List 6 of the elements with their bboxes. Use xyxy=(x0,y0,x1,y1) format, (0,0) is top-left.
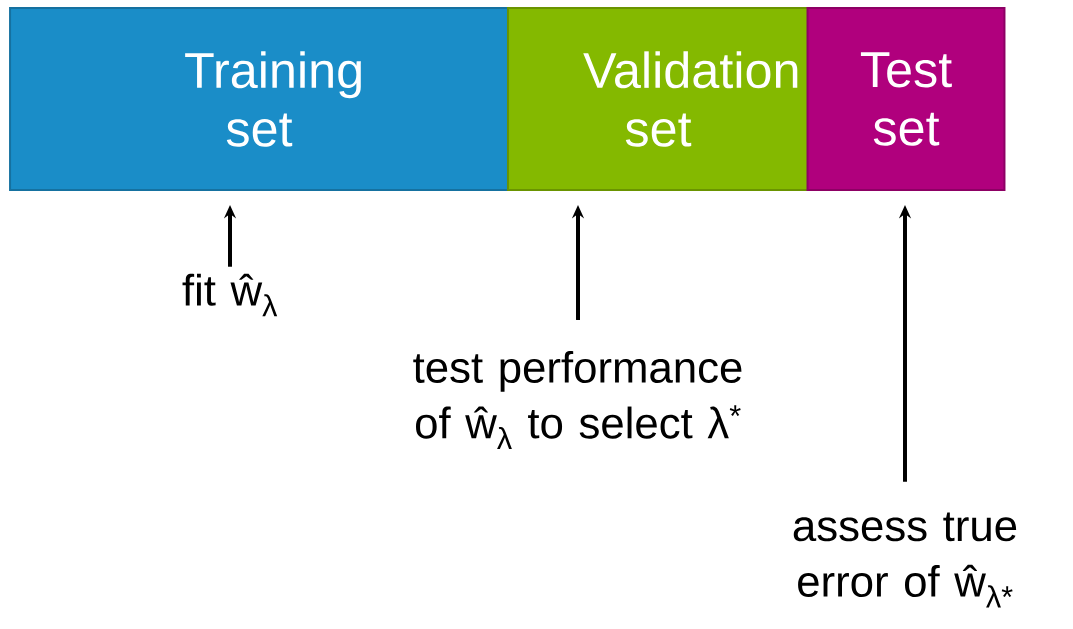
data-split-box: Test set xyxy=(806,7,1006,191)
description-text: fit ŵ$_{λ}$ xyxy=(182,273,278,317)
data-split-box: Validation set xyxy=(507,7,809,191)
description-text: assess true error of ŵ$_{λ*}$ xyxy=(793,512,1017,608)
data-split-box: Training set xyxy=(9,7,509,191)
description-text: test performance of ŵ$_{λ}$ to select λ$^{*}$ xyxy=(413,350,742,450)
